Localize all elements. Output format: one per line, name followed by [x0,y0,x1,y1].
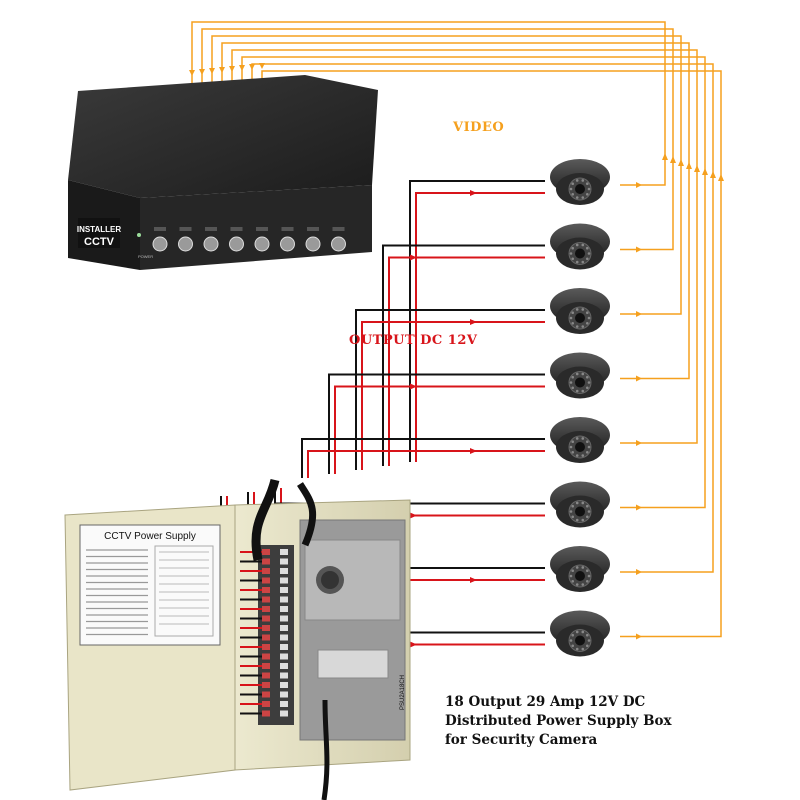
dvr-button[interactable] [254,236,270,252]
camera-column [550,159,610,657]
arrow-icon [686,162,692,169]
arrow-icon [470,319,477,325]
dome-camera-icon [550,546,610,592]
arrow-icon [636,504,642,511]
power-wire-negative [328,373,545,474]
arrow-icon [636,311,642,317]
dome-camera-icon [550,352,610,399]
dvr-button[interactable] [152,236,168,252]
power-wire-negative [409,180,545,462]
psu-door-label [79,524,221,646]
arrow-icon [410,254,417,261]
power-wire-positive [334,385,545,474]
arrow-icon [239,65,245,71]
power-wire-negative [301,438,545,478]
video-wire [231,49,698,444]
arrow-icon [636,440,642,446]
dvr-button[interactable] [280,236,295,252]
arrow-icon [189,70,195,76]
fuse-wire-bundle [240,549,288,717]
caption-line-2: Distributed Power Supply Box [445,713,672,729]
cable-bundle [251,478,280,561]
dvr-button[interactable] [203,236,219,252]
psu-model-label: PSU2A18CH [400,675,406,710]
arrow-icon [636,246,642,253]
arrow-icon [662,153,668,160]
dome-camera-icon [550,481,610,528]
arrow-icon [219,67,225,73]
video-wire [191,21,666,186]
video-wire [261,70,722,638]
dvr-brand-line2: CCTV [84,236,115,248]
dome-camera-icon [550,223,610,270]
caption-line-3: for Security Camera [445,732,598,748]
arrow-icon [470,448,477,454]
dvr-recorder: INSTALLER CCTV POWER [68,75,378,270]
arrow-icon [470,577,477,583]
arrow-icon [694,165,700,172]
arrow-icon [259,63,265,69]
video-wire-group [189,21,724,640]
video-wire [221,42,690,380]
power-wire-negative [355,309,545,470]
arrow-icon [702,168,708,175]
power-wire-positive [361,321,545,470]
power-wire-positive [388,256,545,466]
arrow-icon [718,174,724,181]
video-wire [201,28,674,251]
dome-camera-icon [550,610,610,657]
dome-camera-icon [550,288,610,334]
product-caption: 18 Output 29 Amp 12V DC Distributed Powe… [445,693,745,750]
arrow-icon [209,68,215,74]
arrow-icon [410,641,417,648]
dvr-brand-plate [78,218,120,248]
video-label: VIDEO [453,120,505,135]
arrow-icon [199,69,205,75]
psu-door-title: CCTV Power Supply [104,531,196,542]
arrow-icon [670,156,676,163]
arrow-icon [636,182,642,188]
arrow-icon [410,383,417,390]
dome-camera-icon [550,159,610,205]
power-wire-positive [307,450,545,478]
video-wire [211,35,682,315]
dvr-brand-line1: INSTALLER [77,225,122,234]
power-led-icon [137,233,141,237]
arrow-icon [229,66,235,72]
power-supply-box: CCTV Power Supply PSU2A18CH [64,478,411,800]
arrow-icon [249,64,255,70]
arrow-icon [710,171,716,178]
dvr-button[interactable] [178,236,193,252]
dvr-button-row [152,227,346,252]
power-wire-negative [382,244,545,466]
arrow-icon [470,190,477,196]
arrow-icon [636,569,642,575]
dvr-button[interactable] [229,236,244,252]
power-wire-positive [415,192,545,462]
arrow-icon [410,512,417,519]
dvr-power-label: POWER [138,254,153,259]
caption-line-1: 18 Output 29 Amp 12V DC [445,694,646,710]
dome-camera-icon [550,417,610,463]
arrow-icon [636,375,642,382]
ac-power-cord [321,699,330,800]
dvr-button[interactable] [331,236,346,252]
arrow-icon [678,159,684,166]
output-dc-label: OUTPUT DC 12V [349,333,478,348]
arrow-icon [636,633,642,640]
dvr-button[interactable] [305,236,321,252]
